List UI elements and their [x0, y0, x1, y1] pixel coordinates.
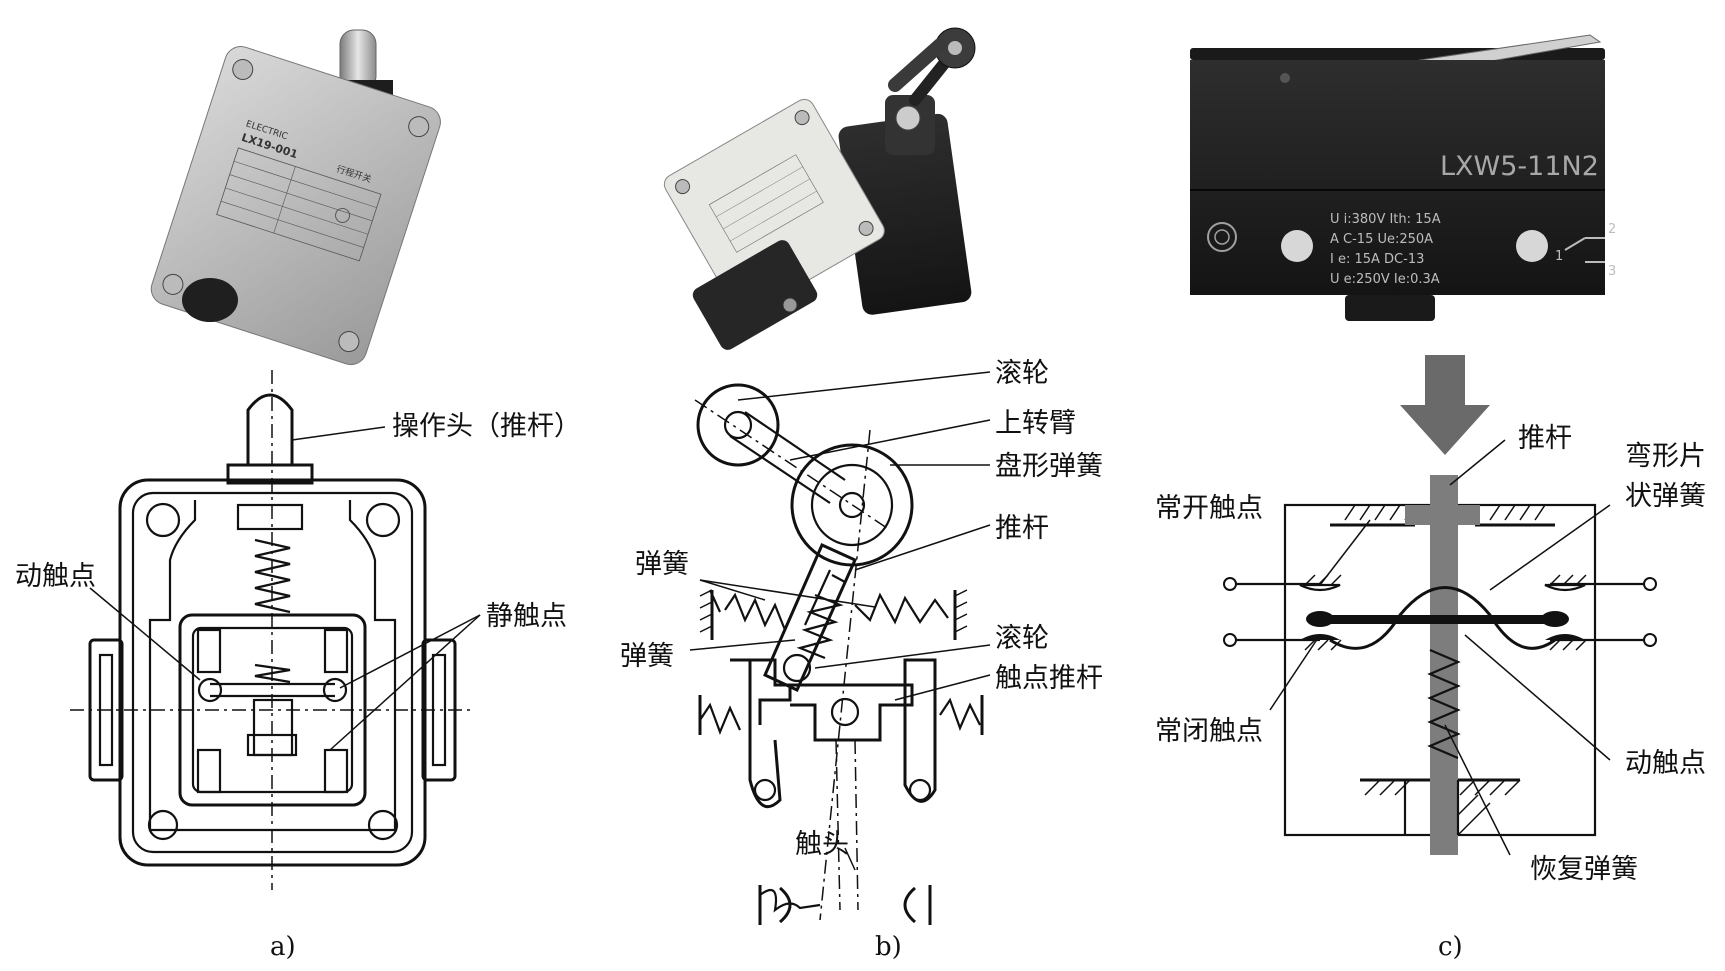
diagram-a-moving-contact-right	[322, 677, 348, 703]
photo-c-line1: U i:380V Ith: 15A	[1330, 212, 1441, 227]
caption-b: b)	[875, 932, 902, 962]
photo-b-roller-switch	[663, 27, 976, 350]
label-c-bent-spring-1: 弯形片	[1625, 441, 1706, 472]
diagram-c-micro-switch: 推杆 弯形片 状弹簧 常开触点 常闭触点 动触点 恢复弹簧 c)	[1155, 355, 1706, 962]
photo-c-line2: A C-15 Ue:250A	[1330, 232, 1433, 247]
label-c-push-rod: 推杆	[1518, 423, 1572, 454]
diagram-c-no-contact-left	[1299, 583, 1341, 592]
label-b-push-rod: 推杆	[995, 513, 1049, 544]
label-c-normally-open: 常开触点	[1155, 493, 1263, 524]
label-b-springs: 弹簧	[635, 549, 689, 580]
photo-c-term2: 2	[1608, 222, 1616, 237]
diagram-a-limit-switch: 操作头（推杆） 动触点 静触点 a)	[15, 370, 581, 962]
label-b-contact-head: 触头	[795, 829, 849, 860]
diagram-c-push-rod	[1430, 475, 1458, 855]
label-c-bent-spring-2: 状弹簧	[1625, 481, 1706, 512]
diagram-a-moving-contact-left	[197, 677, 223, 703]
diagram-b-roller-switch: 滚轮 上转臂 盘形弹簧 推杆 弹簧 弹簧 滚轮 触点推杆 触头 b)	[620, 358, 1103, 962]
photo-c-micro-switch: LXW5-11N2 U i:380V Ith: 15A A C-15 Ue:25…	[1190, 34, 1616, 321]
photo-c-term1: 1	[1555, 249, 1563, 264]
label-c-moving-contact: 动触点	[1625, 748, 1706, 779]
diagram-a-actuator-base	[226, 463, 314, 485]
diagram-b-push-rod	[763, 543, 857, 693]
diagram-c-press-arrow	[1400, 355, 1490, 455]
photo-c-model: LXW5-11N2	[1440, 151, 1599, 182]
diagram-a-spring	[254, 538, 291, 614]
label-c-normally-closed: 常闭触点	[1155, 716, 1263, 747]
label-a-moving-contact: 动触点	[15, 561, 96, 592]
diagram-c-no-contact-right	[1544, 583, 1586, 592]
diagram-b-top-roller	[696, 383, 780, 467]
photo-a-limit-switch: ELECTRIC LX19-001 行程开关	[150, 29, 441, 366]
label-a-actuator: 操作头（推杆）	[392, 411, 581, 442]
photo-c-line4: U e:250V Ie:0.3A	[1330, 272, 1440, 287]
photo-c-line3: I e: 15A DC-13	[1330, 252, 1424, 267]
label-c-return-spring: 恢复弹簧	[1530, 854, 1638, 885]
diagram-c-return-spring	[1427, 648, 1461, 760]
photo-c-term3: 3	[1608, 264, 1616, 279]
label-b-contact-push-rod: 触点推杆	[995, 663, 1103, 694]
caption-a: a)	[270, 932, 296, 962]
label-a-static-contact: 静触点	[486, 601, 567, 632]
label-b-spring: 弹簧	[620, 641, 674, 672]
diagram-b-disc-spring	[790, 443, 914, 567]
caption-c: c)	[1438, 932, 1463, 962]
diagram-a-actuator-rod	[246, 393, 294, 465]
diagram-c-bent-spring	[1329, 586, 1556, 650]
label-b-roller-mid: 滚轮	[995, 623, 1049, 654]
label-b-disc-spring: 盘形弹簧	[995, 451, 1103, 482]
label-b-upper-arm: 上转臂	[995, 408, 1076, 439]
label-b-roller-top: 滚轮	[995, 358, 1049, 389]
diagram-c-moving-contact-bar	[1310, 615, 1565, 624]
